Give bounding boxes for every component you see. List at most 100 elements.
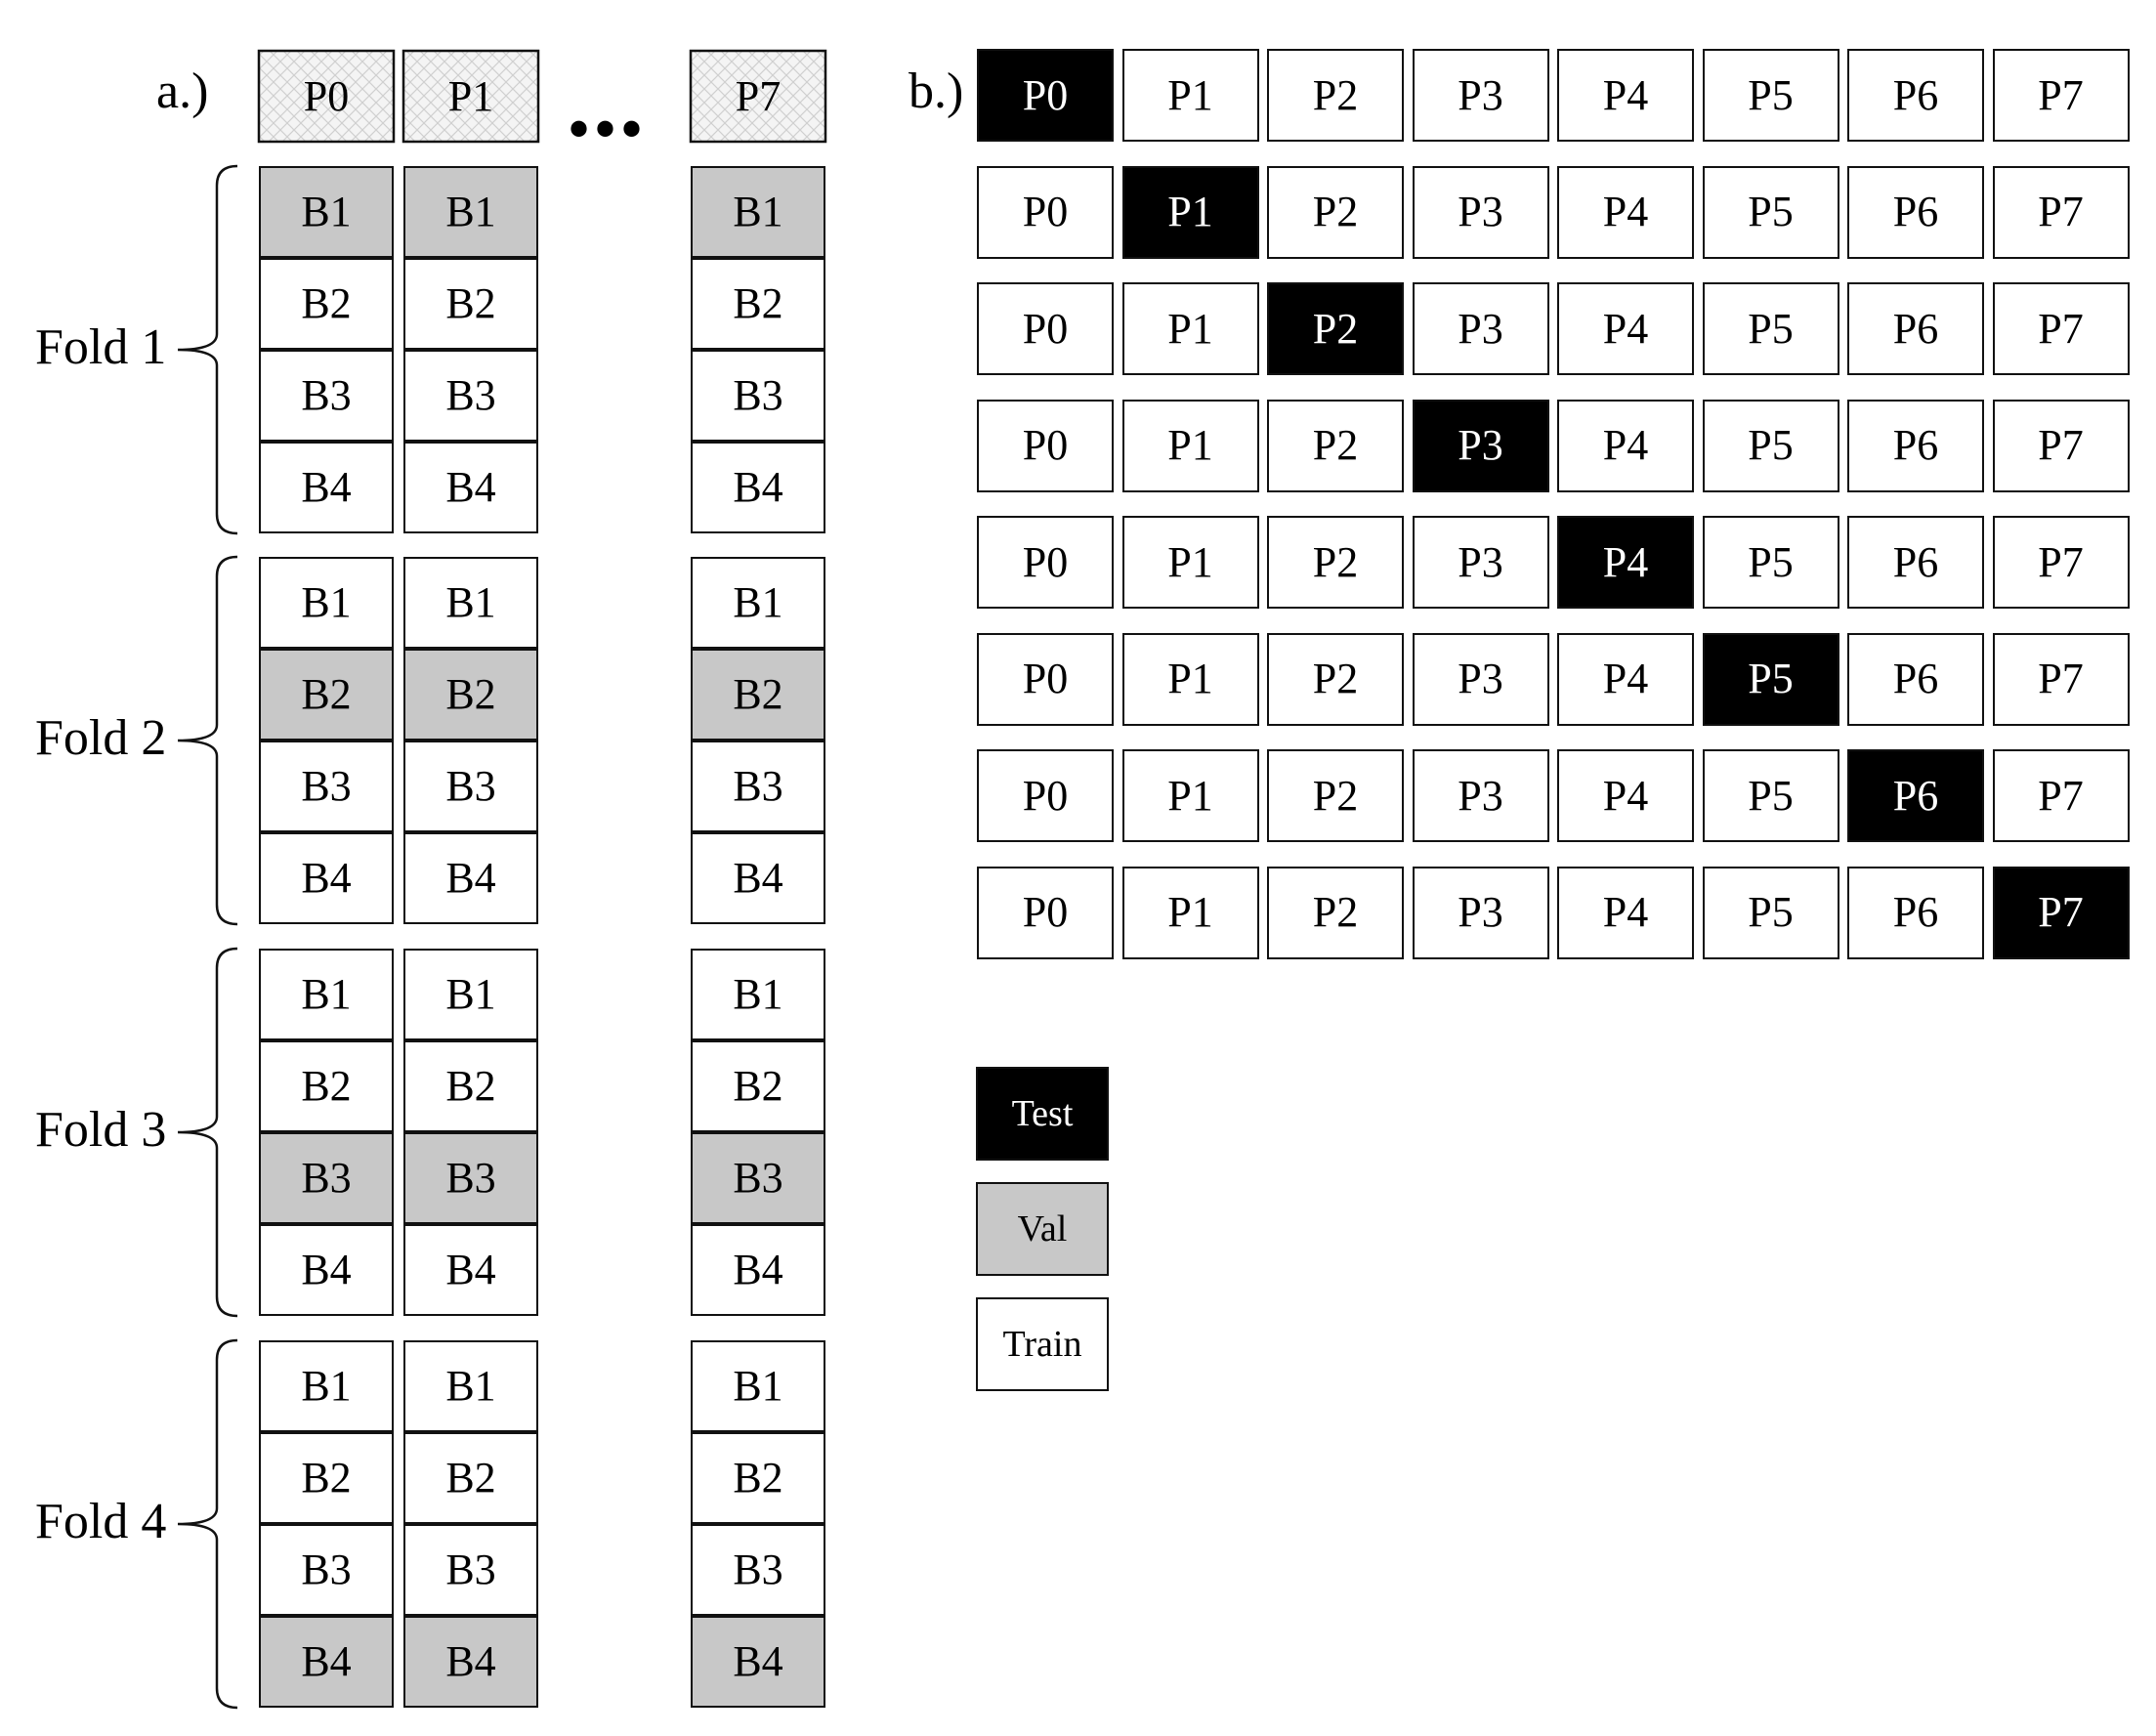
fold-3-block-b3-p1: B3 [403,1132,538,1224]
grid-row-2-p2: P2 [1267,282,1404,375]
grid-row-2-p6: P6 [1847,282,1984,375]
grid-row-1-p7: P7 [1992,165,2130,259]
fold-1-brace [177,164,238,535]
fold-2-block-b3-p7: B3 [691,741,825,832]
partition-header-p7: P7 [735,71,782,120]
grid-row-1-p5: P5 [1702,165,1839,259]
grid-row-3-p5: P5 [1702,399,1839,492]
grid-row-2-p7: P7 [1992,282,2130,375]
fold-1-block-b1-p1: B1 [403,166,538,258]
grid-row-2-p4: P4 [1557,282,1694,375]
grid-row-3-p1: P1 [1121,399,1259,492]
fold-2-block-b1-p0: B1 [259,557,394,649]
grid-row-4-p1: P1 [1121,516,1259,609]
fold-2-label: Fold 2 [35,710,167,766]
fold-3-block-b4-p0: B4 [259,1224,394,1316]
grid-row-0-p0: P0 [977,49,1114,142]
grid-row-3-p4: P4 [1557,399,1694,492]
fold-2-block-b2-p0: B2 [259,649,394,741]
fold-4-block-b3-p7: B3 [691,1524,825,1616]
fold-4-block-b4-p1: B4 [403,1616,538,1708]
partition-header-bg [257,49,396,144]
fold-2-block-b4-p1: B4 [403,832,538,924]
grid-row-0-p3: P3 [1412,49,1549,142]
grid-row-5-p1: P1 [1121,632,1259,726]
grid-row-0-p4: P4 [1557,49,1694,142]
grid-row-5-p0: P0 [977,632,1114,726]
fold-1-block-b3-p7: B3 [691,350,825,442]
fold-4-block-b2-p1: B2 [403,1432,538,1524]
fold-2-block-b3-p1: B3 [403,741,538,832]
fold-2-block-b1-p7: B1 [691,557,825,649]
legend-test: Test [976,1067,1109,1161]
fold-1-block-b1-p0: B1 [259,166,394,258]
grid-row-4-p3: P3 [1412,516,1549,609]
grid-row-1-p2: P2 [1267,165,1404,259]
grid-row-0-p5: P5 [1702,49,1839,142]
fold-3-block-b1-p7: B1 [691,949,825,1040]
grid-row-0-p2: P2 [1267,49,1404,142]
fold-2-block-b4-p0: B4 [259,832,394,924]
fold-1-block-b2-p7: B2 [691,258,825,350]
fold-2-block-b2-p1: B2 [403,649,538,741]
grid-row-1-p4: P4 [1557,165,1694,259]
grid-row-6-p1: P1 [1121,749,1259,842]
grid-row-6-p6: P6 [1847,749,1984,842]
fold-4-label: Fold 4 [35,1494,167,1549]
grid-row-4-p2: P2 [1267,516,1404,609]
grid-row-2-p3: P3 [1412,282,1549,375]
fold-1-block-b3-p1: B3 [403,350,538,442]
grid-row-7-p7: P7 [1992,866,2130,959]
fold-3-block-b2-p1: B2 [403,1040,538,1132]
fold-4-brace [177,1338,238,1710]
fold-1-block-b2-p0: B2 [259,258,394,350]
fold-1-block-b4-p1: B4 [403,442,538,533]
grid-row-5-p7: P7 [1992,632,2130,726]
fold-4-block-b3-p1: B3 [403,1524,538,1616]
fold-4-block-b4-p7: B4 [691,1616,825,1708]
panel-b-label: b.) [909,64,964,119]
grid-row-2-p5: P5 [1702,282,1839,375]
grid-row-0-p7: P7 [1992,49,2130,142]
fold-3-block-b1-p0: B1 [259,949,394,1040]
fold-2-block-b2-p7: B2 [691,649,825,741]
grid-row-4-p6: P6 [1847,516,1984,609]
grid-row-7-p6: P6 [1847,866,1984,959]
partition-header-p0: P0 [303,71,350,120]
grid-row-5-p5: P5 [1702,632,1839,726]
grid-row-3-p0: P0 [977,399,1114,492]
grid-row-1-p0: P0 [977,165,1114,259]
grid-row-7-p2: P2 [1267,866,1404,959]
grid-row-1-p3: P3 [1412,165,1549,259]
grid-row-3-p7: P7 [1992,399,2130,492]
fold-3-brace [177,947,238,1318]
grid-row-5-p4: P4 [1557,632,1694,726]
grid-row-0-p6: P6 [1847,49,1984,142]
fold-1-block-b1-p7: B1 [691,166,825,258]
grid-row-6-p7: P7 [1992,749,2130,842]
partition-header-bg [402,49,540,144]
partition-header-p1: P1 [447,71,494,120]
grid-row-7-p3: P3 [1412,866,1549,959]
grid-row-4-p0: P0 [977,516,1114,609]
grid-row-6-p0: P0 [977,749,1114,842]
grid-row-2-p0: P0 [977,282,1114,375]
grid-row-6-p2: P2 [1267,749,1404,842]
fold-3-block-b4-p7: B4 [691,1224,825,1316]
fold-3-block-b3-p7: B3 [691,1132,825,1224]
grid-row-5-p2: P2 [1267,632,1404,726]
partition-header-bg [689,49,827,144]
fold-4-block-b1-p1: B1 [403,1340,538,1432]
grid-row-7-p1: P1 [1121,866,1259,959]
fold-3-block-b1-p1: B1 [403,949,538,1040]
fold-3-block-b3-p0: B3 [259,1132,394,1224]
panel-a-label: a.) [156,64,209,119]
grid-row-3-p6: P6 [1847,399,1984,492]
fold-3-block-b2-p7: B2 [691,1040,825,1132]
grid-row-5-p6: P6 [1847,632,1984,726]
grid-row-6-p4: P4 [1557,749,1694,842]
partition-ellipsis: ••• [569,97,649,161]
fold-4-block-b2-p7: B2 [691,1432,825,1524]
